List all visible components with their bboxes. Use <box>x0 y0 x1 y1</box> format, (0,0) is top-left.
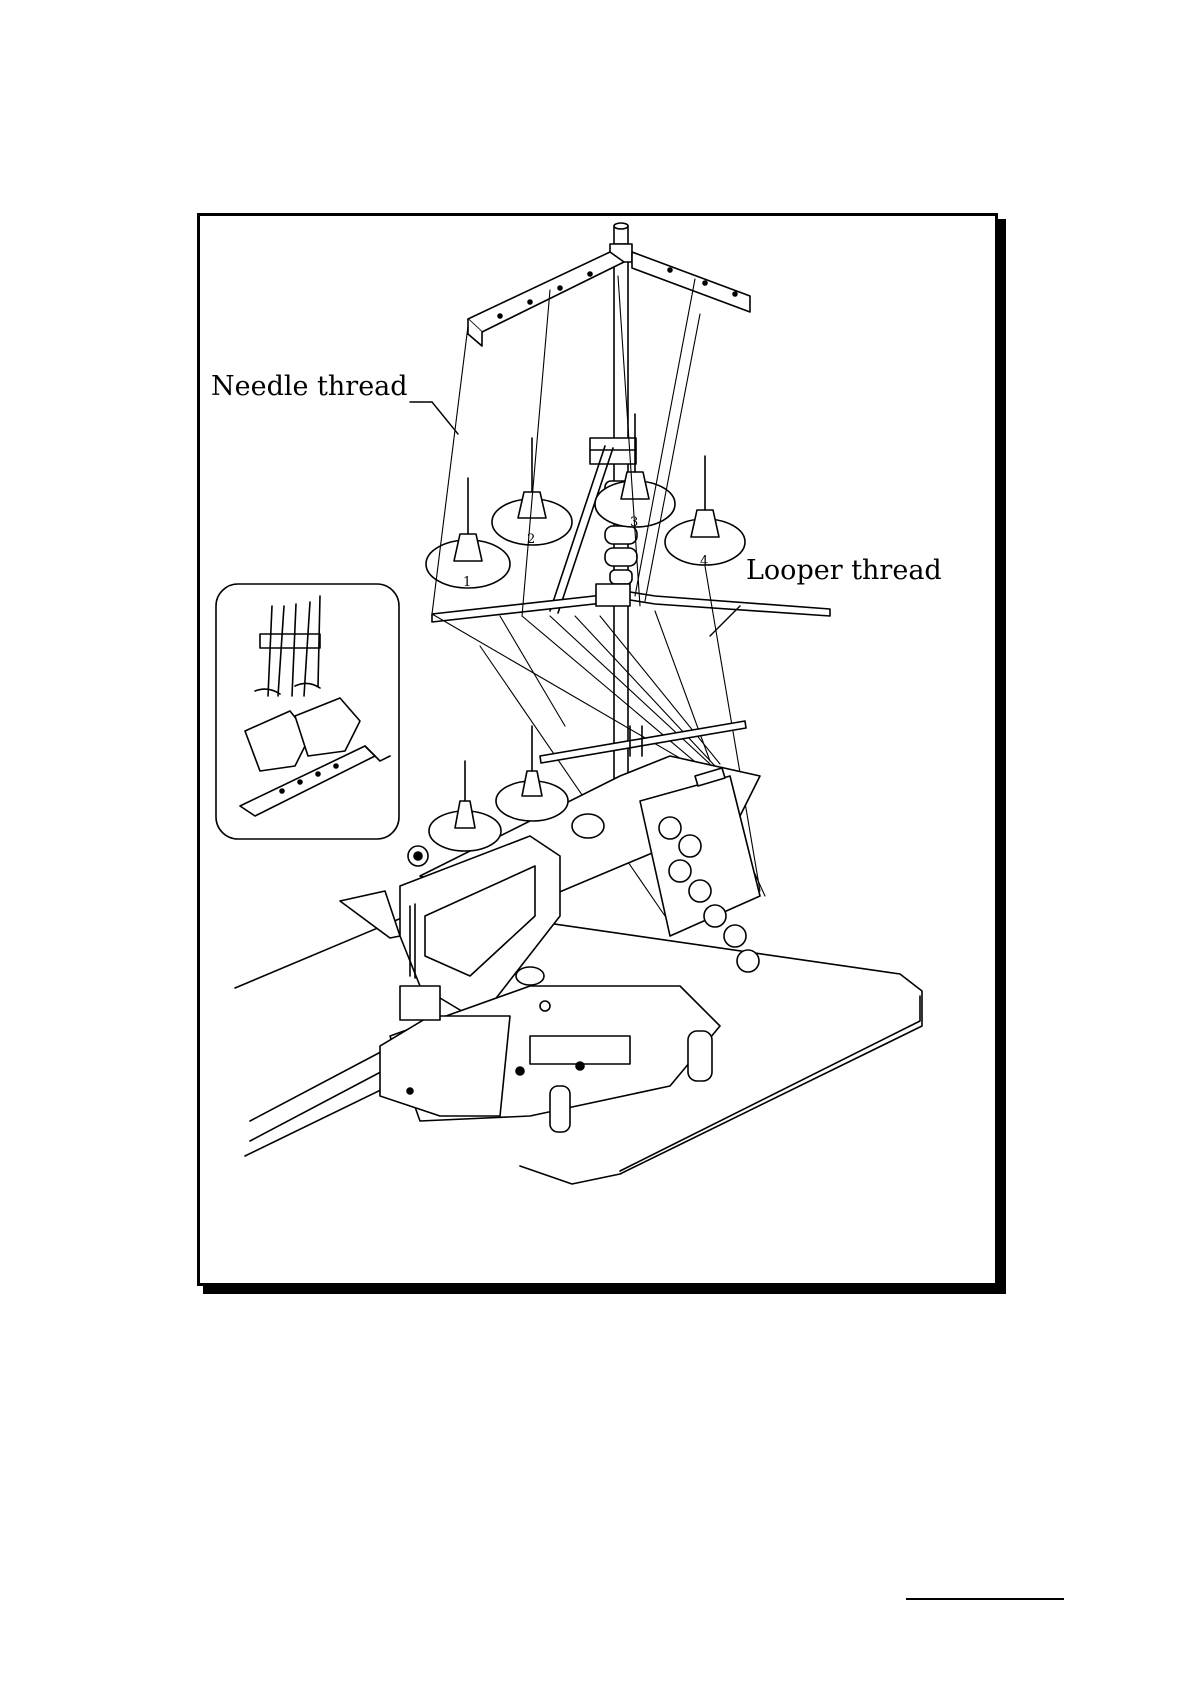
spool-1-number: 1 <box>463 575 471 590</box>
upper-thread-guide <box>540 721 746 763</box>
spool-4-number: 4 <box>700 554 708 569</box>
spool-2: 2 <box>492 438 572 547</box>
needle-thread-leader <box>432 402 458 434</box>
footer-rule <box>906 1598 1064 1600</box>
spool-4: 4 <box>665 456 745 569</box>
looper-thread-label: Looper thread <box>746 555 942 586</box>
inset-detail <box>216 584 399 839</box>
spool-3: 3 <box>595 414 675 530</box>
needle-thread-label: Needle thread <box>211 371 408 402</box>
